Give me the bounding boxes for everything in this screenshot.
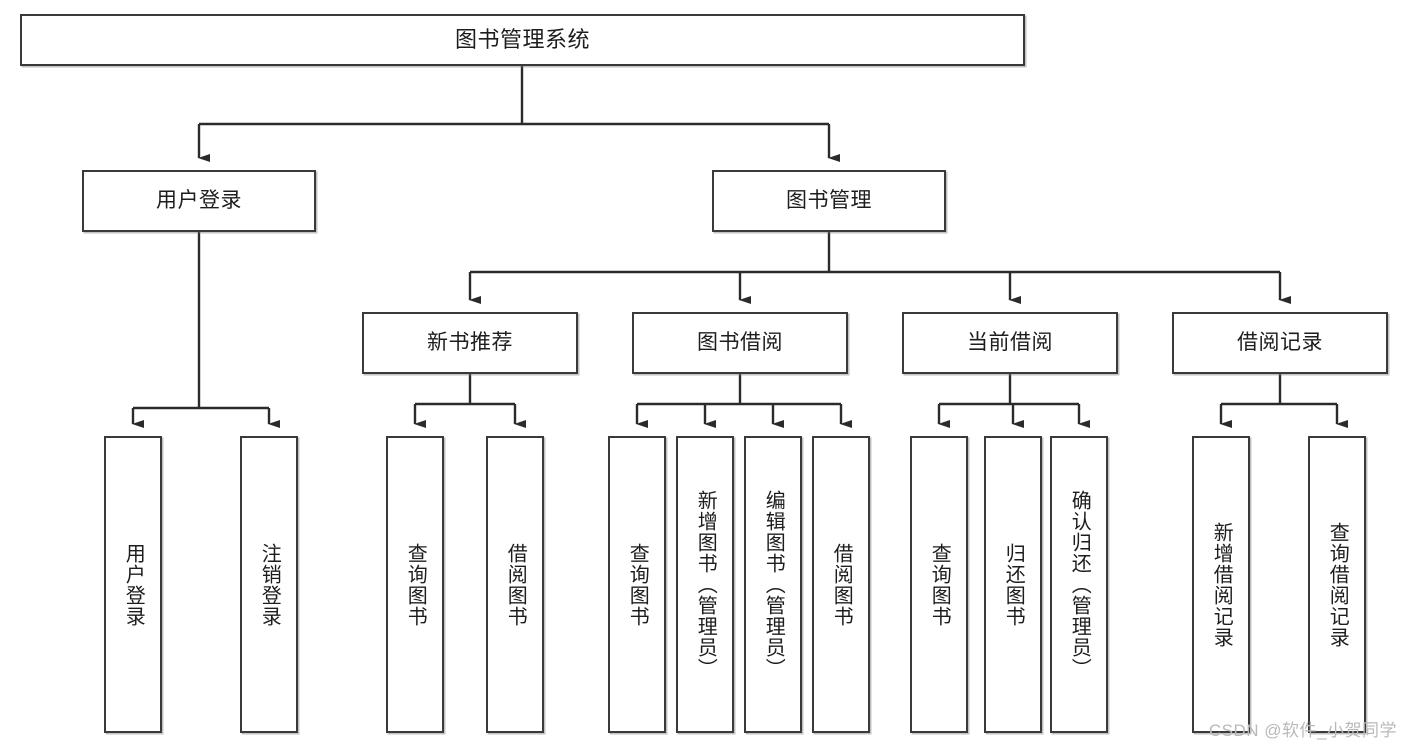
node-new-book-rec-label: 新书推荐 bbox=[427, 330, 513, 354]
leaf-cb-confirm-label: 确认归还（管理员） bbox=[1068, 490, 1091, 679]
node-book-manage-label: 图书管理 bbox=[786, 188, 872, 212]
node-root[interactable]: 图书管理系统 bbox=[20, 14, 1025, 66]
leaf-user-login-label: 用户登录 bbox=[122, 542, 145, 627]
leaf-cb-return-label: 归还图书 bbox=[1002, 542, 1025, 627]
leaf-cb-query[interactable]: 查询图书 bbox=[910, 436, 968, 733]
leaf-cb-return[interactable]: 归还图书 bbox=[984, 436, 1042, 733]
leaf-user-login[interactable]: 用户登录 bbox=[104, 436, 162, 733]
leaf-br-add[interactable]: 新增借阅记录 bbox=[1192, 436, 1250, 733]
leaf-br-query[interactable]: 查询借阅记录 bbox=[1308, 436, 1366, 733]
leaf-user-logout-label: 注销登录 bbox=[258, 542, 281, 627]
node-current-borrow-label: 当前借阅 bbox=[967, 330, 1053, 354]
node-new-book-rec[interactable]: 新书推荐 bbox=[362, 312, 578, 374]
node-user-login-label: 用户登录 bbox=[156, 188, 242, 212]
leaf-user-logout[interactable]: 注销登录 bbox=[240, 436, 298, 733]
leaf-rec-borrow-label: 借阅图书 bbox=[504, 542, 527, 627]
leaf-br-add-label: 新增借阅记录 bbox=[1210, 521, 1233, 648]
leaf-rec-query-label: 查询图书 bbox=[404, 542, 427, 627]
leaf-rec-query[interactable]: 查询图书 bbox=[386, 436, 444, 733]
leaf-bb-query[interactable]: 查询图书 bbox=[608, 436, 666, 733]
node-borrow-record[interactable]: 借阅记录 bbox=[1172, 312, 1388, 374]
node-user-login[interactable]: 用户登录 bbox=[82, 170, 316, 232]
node-book-manage[interactable]: 图书管理 bbox=[712, 170, 946, 232]
leaf-bb-query-label: 查询图书 bbox=[626, 542, 649, 627]
leaf-bb-add-label: 新增图书（管理员） bbox=[694, 490, 717, 679]
leaf-bb-edit[interactable]: 编辑图书（管理员） bbox=[744, 436, 802, 733]
node-book-borrow-label: 图书借阅 bbox=[697, 330, 783, 354]
leaf-rec-borrow[interactable]: 借阅图书 bbox=[486, 436, 544, 733]
node-borrow-record-label: 借阅记录 bbox=[1237, 330, 1323, 354]
leaf-bb-edit-label: 编辑图书（管理员） bbox=[762, 490, 785, 679]
node-book-borrow[interactable]: 图书借阅 bbox=[632, 312, 848, 374]
leaf-bb-add[interactable]: 新增图书（管理员） bbox=[676, 436, 734, 733]
leaf-bb-borrow-label: 借阅图书 bbox=[830, 542, 853, 627]
leaf-bb-borrow[interactable]: 借阅图书 bbox=[812, 436, 870, 733]
leaf-br-query-label: 查询借阅记录 bbox=[1326, 521, 1349, 648]
leaf-cb-confirm[interactable]: 确认归还（管理员） bbox=[1050, 436, 1108, 733]
csdn-watermark: CSDN @软件_小贺同学 bbox=[1208, 721, 1397, 740]
node-current-borrow[interactable]: 当前借阅 bbox=[902, 312, 1118, 374]
node-root-label: 图书管理系统 bbox=[454, 27, 590, 53]
leaf-cb-query-label: 查询图书 bbox=[928, 542, 951, 627]
